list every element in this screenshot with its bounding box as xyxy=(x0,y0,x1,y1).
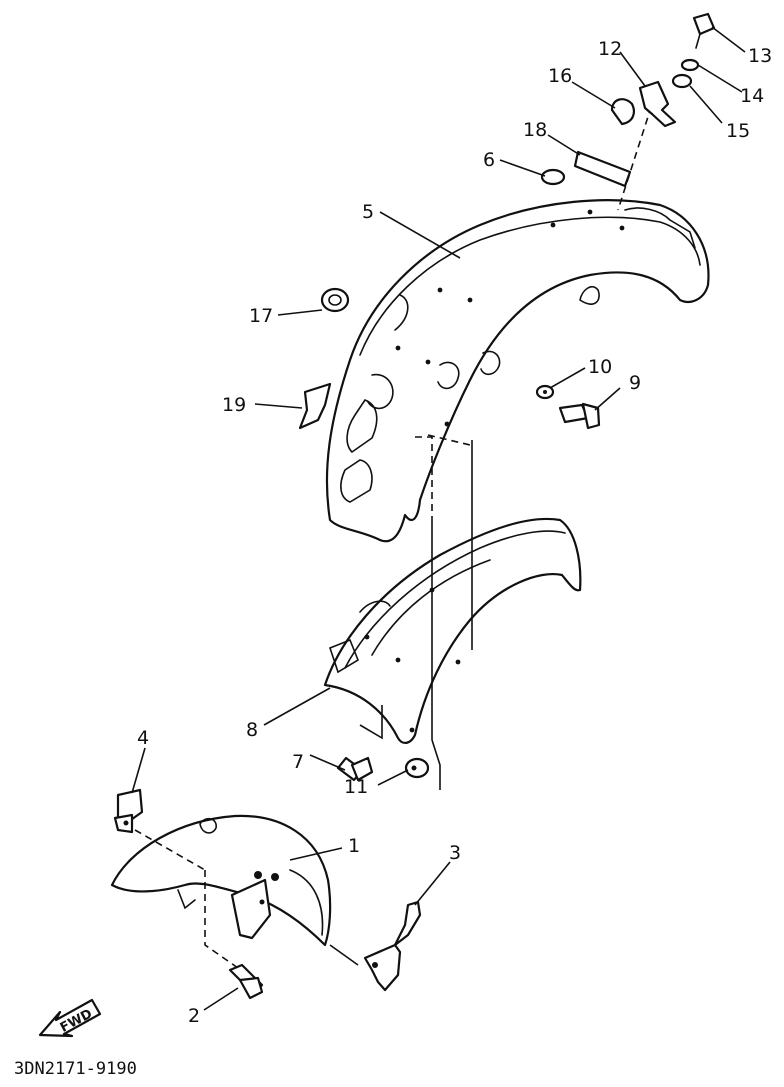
bolt-7 xyxy=(336,756,374,782)
callout-8: 8 xyxy=(246,719,258,741)
nut-11 xyxy=(404,757,430,779)
callout-2: 2 xyxy=(188,1005,200,1027)
callout-4: 4 xyxy=(137,727,149,749)
callout-9: 9 xyxy=(629,372,641,394)
callout-15: 15 xyxy=(726,120,750,142)
bolt-2 xyxy=(228,963,264,1000)
bolt-9 xyxy=(558,402,601,430)
callout-13: 13 xyxy=(748,45,772,67)
forward-direction-arrow: FWD xyxy=(38,998,102,1038)
front-fender-bracket-3 xyxy=(363,900,422,992)
leader-lines xyxy=(131,26,746,1011)
washer-14 xyxy=(680,58,700,72)
callout-16: 16 xyxy=(548,65,572,87)
inner-rear-fender xyxy=(323,517,582,744)
callout-12: 12 xyxy=(598,38,622,60)
grommet-17 xyxy=(320,287,350,313)
stay-12 xyxy=(638,80,677,128)
label-19 xyxy=(298,382,332,430)
callout-18: 18 xyxy=(523,119,547,141)
drawing-code: 3DN2171-9190 xyxy=(14,1059,137,1079)
callout-10: 10 xyxy=(588,356,612,378)
front-fender-bracket-4 xyxy=(113,788,144,834)
callout-6: 6 xyxy=(483,149,495,171)
assembly-lines xyxy=(359,94,656,790)
front-assembly-lines xyxy=(134,829,359,969)
washer-15 xyxy=(671,73,693,89)
washer-6 xyxy=(540,168,566,186)
callout-7: 7 xyxy=(292,751,304,773)
cap-nut-16 xyxy=(610,98,635,126)
callout-17: 17 xyxy=(249,305,273,327)
callout-5: 5 xyxy=(362,201,374,223)
callout-1: 1 xyxy=(348,835,360,857)
washer-10 xyxy=(535,384,555,400)
rear-fender xyxy=(325,199,710,543)
callout-19: 19 xyxy=(222,394,246,416)
callout-3: 3 xyxy=(449,842,461,864)
screw-13 xyxy=(692,12,716,49)
callout-11: 11 xyxy=(344,776,368,798)
callout-labels: 1 2 3 4 5 6 7 8 9 10 11 12 13 14 15 16 1… xyxy=(137,38,772,1027)
front-fender xyxy=(110,814,332,947)
callout-14: 14 xyxy=(740,85,764,107)
reflector-strip-18 xyxy=(573,150,632,188)
